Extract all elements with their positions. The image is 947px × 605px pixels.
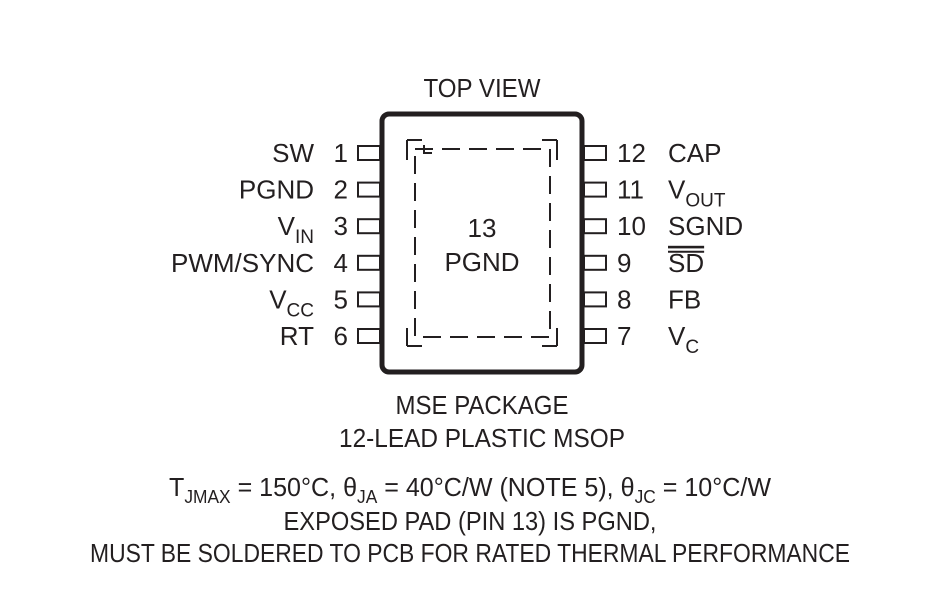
theta-ja-value: = 40°C/W (NOTE 5), (377, 472, 620, 502)
pin-11: 11 VOUT (583, 175, 726, 212)
pin-lead (583, 254, 607, 271)
pin-lead (357, 291, 381, 308)
pin-6: 6 RT (280, 321, 381, 351)
package-body (379, 111, 585, 375)
right-pin-name: FB (668, 284, 701, 314)
pin-lead (357, 254, 381, 271)
exposed-pad-name: PGND (444, 247, 519, 277)
left-pin-number: 3 (334, 211, 348, 241)
right-pin-name: SGND (668, 211, 743, 241)
theta-jc-value: = 10°C/W (656, 472, 772, 502)
pin-10: 10 SGND (583, 211, 743, 241)
package-description: 12-LEAD PLASTIC MSOP (339, 423, 625, 453)
left-pin-number: 1 (334, 138, 348, 168)
pin-4: 4 PWM/SYNC (171, 248, 381, 278)
theta-jc-symbol: θ (621, 472, 635, 502)
pin-7: 7 VC (583, 321, 699, 358)
exposed-pad-number: 13 (468, 213, 497, 243)
pin-lead (357, 218, 381, 235)
pin-lead (583, 181, 607, 198)
pin-3: 3 VIN (278, 211, 381, 248)
thermal-spec-line: TJMAX = 150°C, θJA = 40°C/W (NOTE 5), θJ… (169, 472, 771, 507)
left-pin-name: VCC (269, 284, 314, 321)
left-pin-number: 5 (334, 284, 348, 314)
left-pin-name: RT (280, 321, 314, 351)
soldering-note: MUST BE SOLDERED TO PCB FOR RATED THERMA… (90, 538, 850, 568)
left-pin-column: 1 SW 2 PGND 3 VIN 4 PWM/SYNC 5 VCC 6 RT (171, 138, 381, 351)
pin-lead (357, 181, 381, 198)
left-pin-number: 2 (334, 175, 348, 205)
right-pin-number: 11 (617, 175, 644, 205)
left-pin-number: 6 (334, 321, 348, 351)
exposed-pad-outline (406, 139, 558, 347)
right-pin-number: 12 (617, 138, 646, 168)
left-pin-name: VIN (278, 211, 314, 248)
pin-lead (583, 218, 607, 235)
pin-5: 5 VCC (269, 284, 381, 321)
left-pin-number: 4 (334, 248, 348, 278)
pin-12: 12 CAP (583, 138, 721, 168)
pin-lead (357, 145, 381, 161)
pin-2: 2 PGND (239, 175, 381, 205)
theta-jc-subscript: JC (635, 487, 656, 507)
right-pin-number: 10 (617, 211, 646, 241)
top-view-label: TOP VIEW (424, 73, 541, 103)
right-pin-name: VOUT (668, 175, 726, 212)
theta-ja-subscript: JA (357, 487, 377, 507)
right-pin-name: VC (668, 321, 699, 358)
pin-lead (583, 328, 607, 344)
left-pin-name: SW (272, 138, 314, 168)
tj-symbol: T (169, 472, 184, 502)
tj-subscript: JMAX (184, 487, 230, 507)
pin-8: 8 FB (583, 284, 701, 314)
pin-lead (357, 328, 381, 344)
pin-lead (583, 145, 607, 161)
left-pin-name: PGND (239, 175, 314, 205)
right-pin-number: 8 (617, 284, 631, 314)
tj-value: = 150°C, (231, 472, 343, 502)
right-pin-name: CAP (668, 138, 721, 168)
pin-1: 1 SW (272, 138, 381, 168)
exposed-pad-note: EXPOSED PAD (PIN 13) IS PGND, (284, 506, 657, 536)
left-pin-name: PWM/SYNC (171, 248, 314, 278)
right-pin-number: 9 (617, 248, 631, 278)
theta-ja-symbol: θ (343, 472, 357, 502)
package-name: MSE PACKAGE (396, 390, 569, 420)
right-pin-number: 7 (617, 321, 631, 351)
pin-lead (583, 291, 607, 308)
